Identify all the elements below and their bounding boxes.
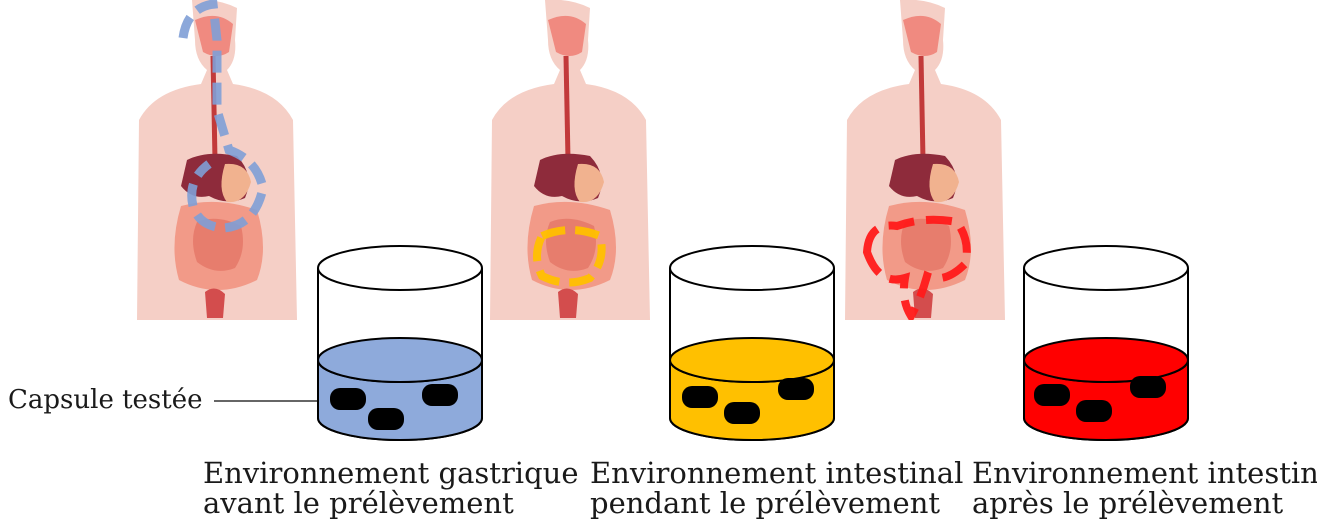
caption-line1: Environnement intestinal <box>972 458 1317 488</box>
beaker-icon <box>1016 238 1196 448</box>
beaker-icon <box>662 238 842 448</box>
caption-intestinal-during: Environnement intestinal pendant le prél… <box>590 458 963 518</box>
caption-line1: Environnement intestinal <box>590 458 963 488</box>
capsule-icon <box>1034 384 1070 406</box>
capsule-icon <box>778 378 814 400</box>
digestive-system-icon <box>845 0 1005 320</box>
capsule-icon <box>724 402 760 424</box>
caption-line2: après le prélèvement <box>972 488 1317 518</box>
capsule-icon <box>682 386 718 408</box>
capsule-icon <box>422 384 458 406</box>
capsule-icon <box>1130 376 1166 398</box>
caption-line2: pendant le prélèvement <box>590 488 963 518</box>
panel-intestinal-after: Environnement intestinal après le prélèv… <box>0 0 420 520</box>
capsule-icon <box>1076 400 1112 422</box>
caption-intestinal-after: Environnement intestinal après le prélèv… <box>972 458 1317 518</box>
digestive-system-icon <box>490 0 650 320</box>
